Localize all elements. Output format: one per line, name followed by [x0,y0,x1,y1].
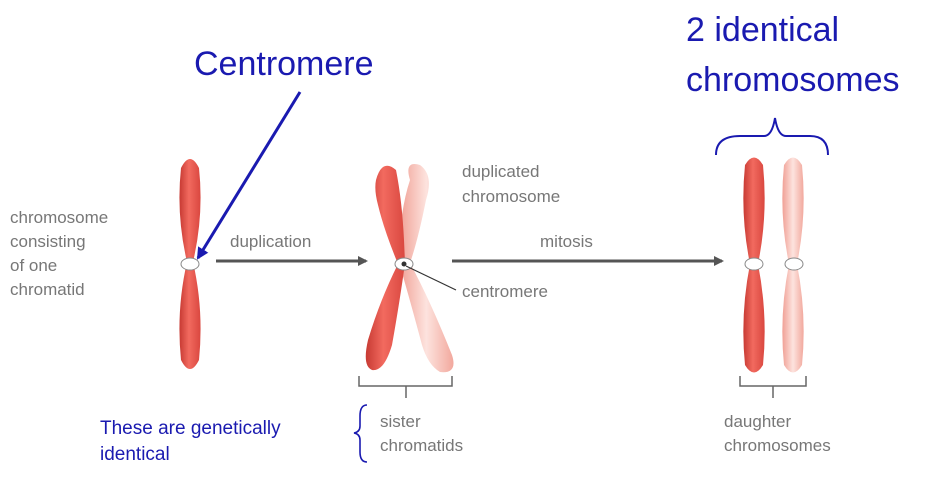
identical-title-line2: chromosomes [686,60,900,100]
duplication-label: duplication [230,230,311,254]
single-chromatid-label-line3: of one [10,254,57,278]
mitosis-label: mitosis [540,230,593,254]
single-chromatid-label-line2: consisting [10,230,86,254]
genetic-note-line2: identical [100,442,170,468]
single-chromatid-label-line1: chromosome [10,206,108,230]
duplicated-label-line2: chromosome [462,185,560,209]
daughter-chromosome-1 [743,158,764,373]
single-chromatid-chromosome [179,159,200,369]
genetic-note-brace [354,405,367,462]
duplicated-label-line1: duplicated [462,160,540,184]
daughter-label-line1: daughter [724,410,791,434]
daughter-chromosome-2 [782,158,803,373]
sister-label-line2: chromatids [380,434,463,458]
daughter-label-line2: chromosomes [724,434,831,458]
centromere-small-label: centromere [462,280,548,304]
identical-title-line1: 2 identical [686,10,839,50]
daughter-chromosomes-bracket [740,376,806,398]
genetic-note-line1: These are genetically [100,416,281,442]
sister-chromatids-bracket [359,376,452,398]
centromere-callout-label: Centromere [194,44,374,84]
single-chromatid-label-line4: chromatid [10,278,85,302]
sister-label-line1: sister [380,410,421,434]
identical-brace [716,118,828,155]
